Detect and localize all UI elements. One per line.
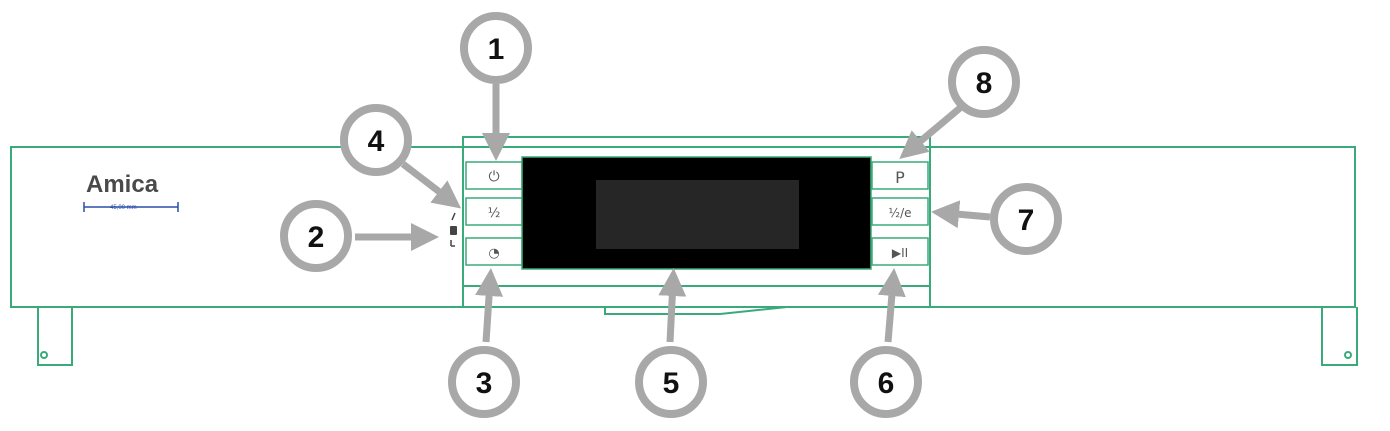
brand-subtitle: 45,00 mm (110, 205, 137, 211)
half-load-icon: ½ (488, 206, 501, 221)
power-icon: ⏻ (488, 169, 499, 185)
svg-text:8: 8 (976, 67, 993, 100)
brand-name: Amica (86, 171, 159, 198)
arrow-7 (931, 200, 991, 229)
arrow-4 (400, 161, 462, 209)
callout-3: 3 (448, 346, 520, 418)
callout-1: 1 (460, 12, 532, 84)
callout-4: 4 (340, 104, 412, 176)
callout-6: 6 (850, 346, 922, 418)
delay-timer-icon: ◔ (488, 246, 499, 261)
display (521, 156, 872, 270)
extra-function-icon: ½/e (888, 206, 911, 220)
svg-text:7: 7 (1018, 204, 1035, 237)
program-button[interactable]: P (871, 161, 929, 190)
program-icon: P (895, 168, 905, 187)
arrow-8 (899, 105, 963, 160)
extra-function-button[interactable]: ½/e (871, 197, 929, 226)
callout-7: 7 (990, 183, 1062, 255)
callout-5: 5 (635, 346, 707, 418)
display-screen (596, 180, 799, 249)
start-pause-button[interactable]: ▶II (871, 237, 929, 266)
panel-body (10, 136, 1358, 366)
callout-arrows (355, 84, 991, 343)
half-load-button[interactable]: ½ (465, 197, 523, 226)
svg-text:6: 6 (878, 367, 895, 400)
arrow-3 (475, 268, 504, 343)
lock-indicator (450, 212, 457, 247)
svg-text:2: 2 (308, 221, 325, 254)
arrow-5 (658, 268, 687, 343)
play-pause-icon: ▶II (892, 246, 908, 260)
svg-text:5: 5 (663, 367, 680, 400)
callout-8: 8 (948, 46, 1020, 118)
svg-text:3: 3 (476, 367, 493, 400)
svg-text:1: 1 (488, 33, 505, 66)
callout-2: 2 (280, 200, 352, 272)
svg-text:4: 4 (368, 125, 385, 158)
delay-button[interactable]: ◔ (465, 237, 523, 266)
lock-icon (450, 226, 457, 235)
arrow-6 (877, 268, 906, 343)
power-button[interactable]: ⏻ (465, 161, 523, 190)
brand-logo: Amica 45,00 mm (83, 171, 179, 212)
